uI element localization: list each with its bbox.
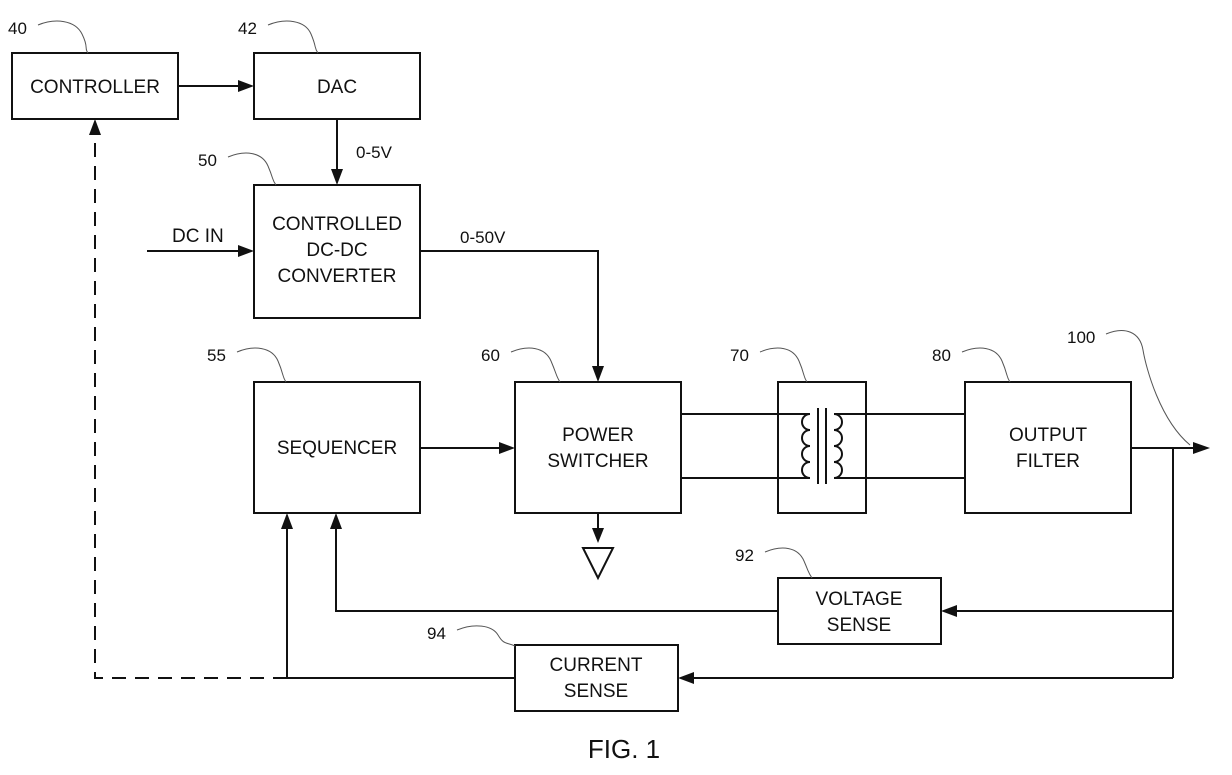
ref-94-label: 94: [427, 624, 446, 643]
ref-92: 92: [735, 546, 813, 579]
output-to-current-sense-arrow: [678, 672, 1173, 684]
voltage-sense-block: VOLTAGE SENSE: [777, 577, 942, 645]
converter-label-line-2: DC-DC: [306, 240, 367, 261]
output-arrow: [1131, 442, 1210, 454]
ref-42-label: 42: [238, 19, 257, 38]
dac-output-voltage-label: 0-5V: [356, 143, 393, 162]
figure-label: FIG. 1: [588, 734, 660, 764]
ref-100: 100: [1067, 328, 1191, 446]
ref-40: 40: [8, 19, 89, 54]
ground-arrow: [592, 513, 604, 543]
transformer-block: [777, 381, 867, 514]
power-switcher-label-line-1: POWER: [562, 425, 634, 446]
ref-60: 60: [481, 346, 561, 383]
output-filter-label-line-1: OUTPUT: [1009, 425, 1088, 446]
dac-to-converter-arrow: [331, 119, 343, 185]
transformer-primary-coil: [801, 413, 811, 479]
ref-70: 70: [730, 346, 808, 383]
current-sense-to-sequencer-arrow: [281, 513, 515, 679]
voltage-sense-label-line-2: SENSE: [827, 615, 891, 636]
output-filter-block: OUTPUT FILTER: [964, 381, 1132, 514]
current-sense-label-line-2: SENSE: [564, 681, 628, 702]
sequencer-to-switcher-arrow: [420, 442, 515, 454]
current-sense-to-controller-dashed-arrow: [89, 119, 287, 679]
ref-42: 42: [238, 19, 319, 54]
ref-100-label: 100: [1067, 328, 1095, 347]
ref-40-label: 40: [8, 19, 27, 38]
controller-label: CONTROLLER: [30, 77, 160, 98]
sequencer-label: SEQUENCER: [277, 438, 397, 459]
converter-block: CONTROLLED DC-DC CONVERTER: [253, 184, 421, 319]
controller-block: CONTROLLER: [11, 52, 179, 120]
dc-in-arrow: [147, 245, 254, 257]
converter-output-voltage-label: 0-50V: [460, 228, 506, 247]
controller-to-dac-arrow: [178, 80, 254, 92]
voltage-sense-label-line-1: VOLTAGE: [816, 589, 903, 610]
dc-in-label: DC IN: [172, 226, 224, 247]
current-sense-label-line-1: CURRENT: [550, 655, 643, 676]
ref-80-label: 80: [932, 346, 951, 365]
output-to-voltage-sense-arrow: [941, 605, 1173, 617]
ref-60-label: 60: [481, 346, 500, 365]
power-switcher-label-line-2: SWITCHER: [547, 451, 648, 472]
ref-94: 94: [427, 624, 516, 647]
ref-92-label: 92: [735, 546, 754, 565]
ref-70-label: 70: [730, 346, 749, 365]
converter-label-line-1: CONTROLLED: [272, 214, 402, 235]
ground-symbol: [581, 547, 615, 581]
output-filter-label-line-2: FILTER: [1016, 451, 1080, 472]
voltage-sense-to-sequencer-arrow: [330, 513, 778, 612]
current-sense-block: CURRENT SENSE: [514, 644, 679, 712]
transformer-secondary-coil: [833, 413, 843, 479]
ref-55-label: 55: [207, 346, 226, 365]
dac-label: DAC: [317, 77, 357, 98]
ref-55: 55: [207, 346, 287, 383]
power-switcher-block: POWER SWITCHER: [514, 381, 682, 514]
converter-label-line-3: CONVERTER: [278, 266, 397, 287]
ref-50: 50: [198, 151, 277, 186]
ref-80: 80: [932, 346, 1011, 383]
dac-block: DAC: [253, 52, 421, 120]
sequencer-block: SEQUENCER: [253, 381, 421, 514]
ref-50-label: 50: [198, 151, 217, 170]
converter-to-switcher-arrow: [420, 250, 604, 382]
